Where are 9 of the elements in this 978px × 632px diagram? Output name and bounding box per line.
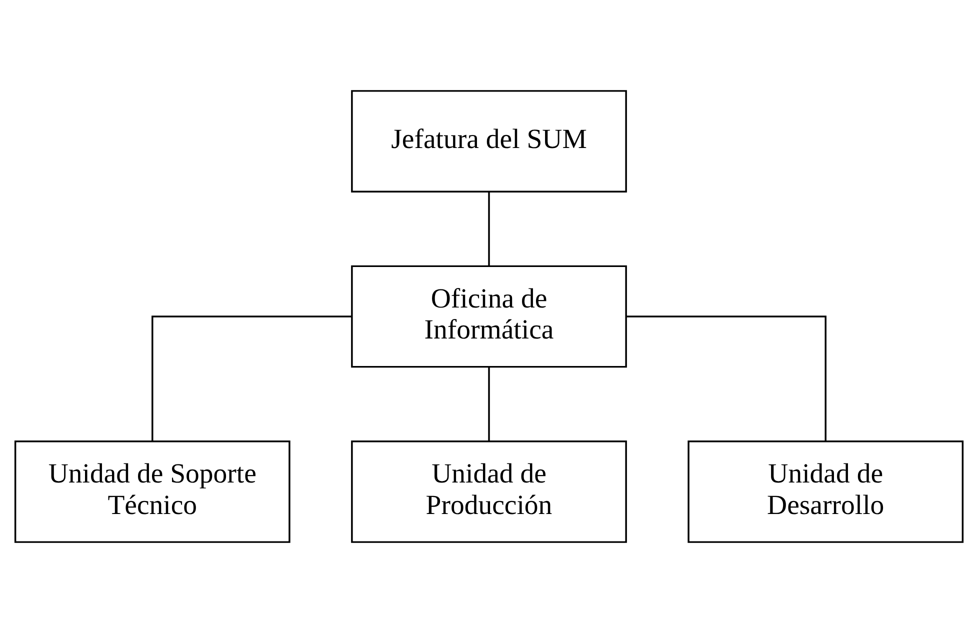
node-box: Unidad de Desarrollo [688,440,964,542]
connector [488,366,490,441]
node-box: Unidad de Producción [351,440,627,542]
connector [488,191,490,266]
connector [626,315,826,441]
connector [152,315,352,441]
node-box: Unidad de Soporte Técnico [14,440,290,542]
node-box: Oficina de Informática [351,264,627,368]
node-box: Jefatura del SUM [351,90,627,192]
